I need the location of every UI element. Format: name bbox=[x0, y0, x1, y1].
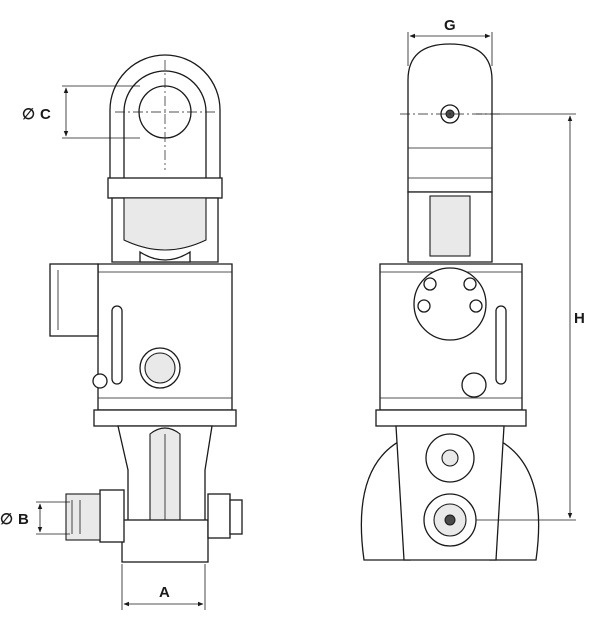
front-clevis bbox=[360, 425, 540, 561]
dimension-b-label: B bbox=[18, 511, 29, 528]
shackle-eye-edge bbox=[407, 43, 493, 193]
swivel-neck bbox=[107, 177, 223, 263]
clevis bbox=[65, 425, 243, 563]
dimension-a: A bbox=[121, 564, 206, 610]
main-body bbox=[49, 263, 237, 427]
front-neck bbox=[407, 191, 493, 263]
dimension-a-label: A bbox=[159, 584, 170, 601]
dimension-c-label: C bbox=[40, 106, 51, 123]
dimension-h-label: H bbox=[574, 310, 585, 327]
dimension-h: H bbox=[476, 113, 585, 521]
dimension-g: G bbox=[407, 17, 493, 66]
dimension-b: ∅ B bbox=[0, 501, 70, 535]
dimension-b-diameter-symbol: ∅ bbox=[0, 511, 13, 528]
front-main-body bbox=[375, 263, 527, 427]
side-view bbox=[49, 54, 243, 563]
dimension-g-label: G bbox=[444, 17, 456, 34]
front-view bbox=[360, 43, 540, 561]
dimension-c-diameter-symbol: ∅ bbox=[22, 106, 35, 123]
dimension-c: ∅ C bbox=[22, 85, 140, 139]
